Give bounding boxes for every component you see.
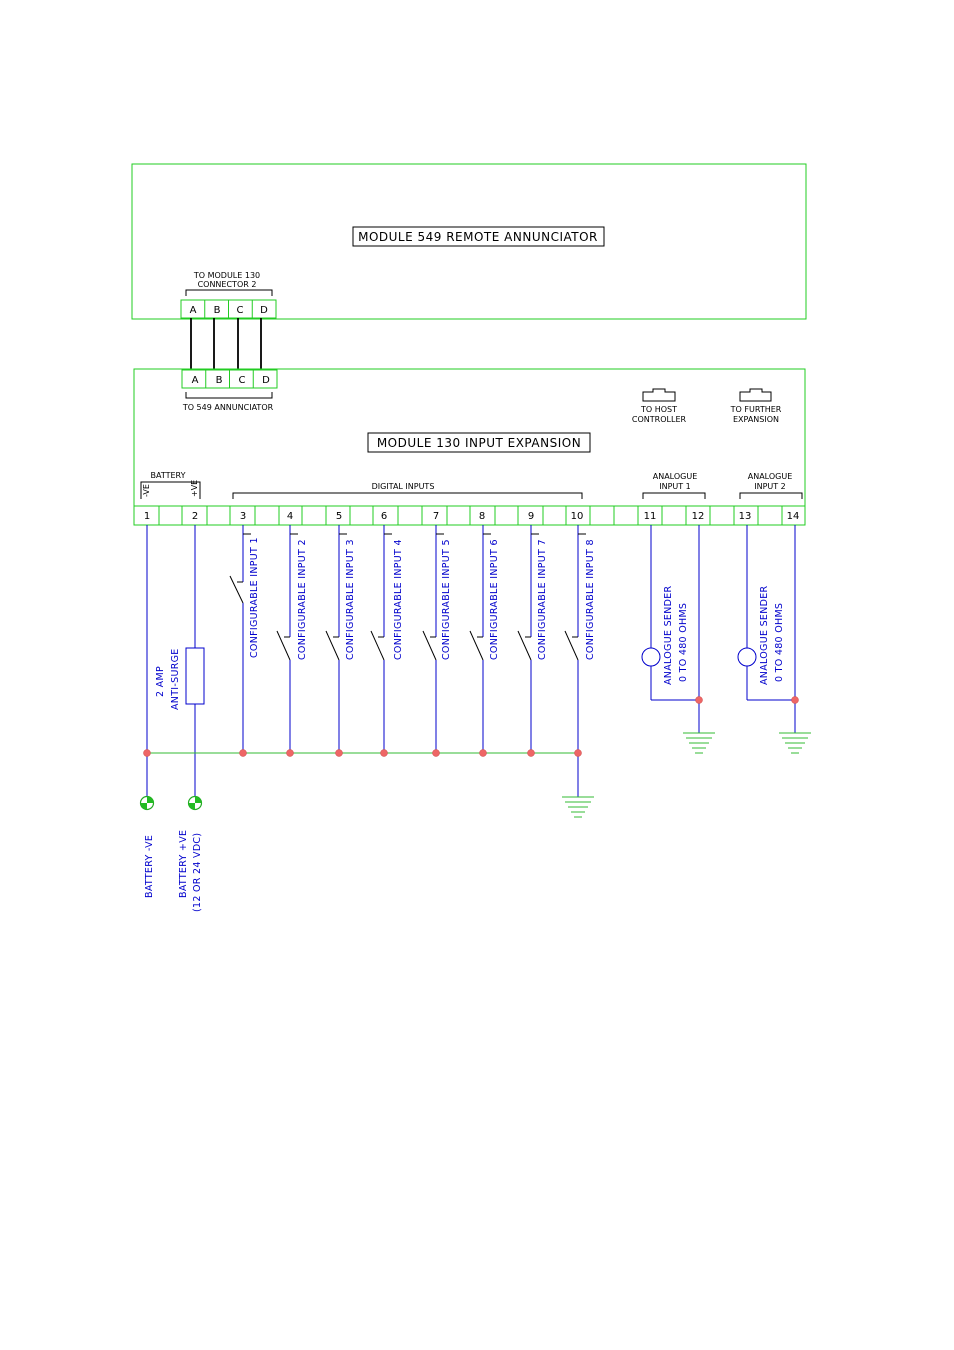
analogue2-ground-icon [779,732,811,754]
annunciator-connector-bracket [185,289,273,296]
expansion-connector: A B C D [181,369,278,389]
fuse-symbol [185,647,205,705]
annunciator-pin-b: B [214,305,221,316]
switch-input-4 [370,525,392,753]
expansion-pin-a: A [192,375,199,386]
digital-inputs-bracket [232,492,583,499]
terminal-2: 2 [192,511,198,522]
battery-neg-terminal-icon [139,795,155,811]
input-label-2: CONFIGURABLE INPUT 2 [297,539,308,660]
battery-pos-note: (12 OR 24 VDC) [192,833,203,912]
battery-neg-label: BATTERY -VE [144,835,155,898]
terminal-3: 3 [240,511,246,522]
annunciator-title-box [352,226,605,247]
analogue1-bracket [642,492,706,499]
analogue1-label-2: INPUT 1 [659,482,691,491]
terminal-7: 7 [433,511,439,522]
switch-input-2 [276,525,298,753]
digital-inputs-label: DIGITAL INPUTS [372,482,435,491]
annunciator-pin-d: D [260,305,268,316]
analogue2-sender-label-1: ANALOGUE SENDER [759,585,770,685]
analogue1-sender-label-2: 0 TO 480 OHMS [678,603,689,682]
switch-input-3 [325,525,347,753]
switch-input-5 [422,525,444,753]
annunciator-connector: A B C D [180,299,277,319]
terminal-14: 14 [787,511,800,522]
annunciator-cables [190,318,262,370]
annunciator-pin-c: C [237,305,244,316]
expansion-title-box [367,432,591,453]
annunciator-box [131,163,807,320]
input-label-3: CONFIGURABLE INPUT 3 [345,539,356,660]
terminal-6: 6 [381,511,387,522]
input-label-7: CONFIGURABLE INPUT 7 [537,539,548,660]
expansion-pin-b: B [216,375,223,386]
battery-pos-terminal-icon [187,795,203,811]
input-label-1: CONFIGURABLE INPUT 1 [249,537,260,658]
expansion-title: MODULE 130 INPUT EXPANSION [377,436,581,450]
further-label-2: EXPANSION [733,415,779,424]
terminal-4: 4 [287,511,293,522]
battery-neg-mark: -VE [142,484,151,497]
switch-input-1 [229,525,251,753]
fuse-label-2: ANTI-SURGE [170,648,181,710]
digital-ground-icon [562,796,594,818]
expansion-box [133,368,806,525]
expansion-pin-c: C [239,375,246,386]
terminal-8: 8 [479,511,485,522]
terminal-5: 5 [336,511,342,522]
input-label-6: CONFIGURABLE INPUT 6 [489,539,500,660]
switch-input-8 [564,525,586,753]
host-connector-icon [642,388,676,402]
expansion-connector-bracket [185,392,273,399]
input-label-4: CONFIGURABLE INPUT 4 [393,539,404,660]
analogue1-label-1: ANALOGUE [653,472,698,481]
annunciator-connector-label-2: CONNECTOR 2 [198,280,257,289]
junction-dots [143,696,799,757]
analogue2-label-1: ANALOGUE [748,472,793,481]
analogue1-ground-icon [683,732,715,754]
terminal-10: 10 [571,511,584,522]
fuse-label-1: 2 AMP [155,666,166,697]
annunciator-title: MODULE 549 REMOTE ANNUNCIATOR [358,230,598,244]
battery-pos-label: BATTERY +VE [178,830,189,898]
terminal-13: 13 [739,511,752,522]
digital-input-switches [229,525,586,753]
input-label-8: CONFIGURABLE INPUT 8 [585,539,596,660]
terminal-11: 11 [644,511,657,522]
analogue2-sender-icon [737,647,757,667]
input-label-5: CONFIGURABLE INPUT 5 [441,539,452,660]
analogue1-sender-label-1: ANALOGUE SENDER [663,585,674,685]
expansion-pin-d: D [262,375,270,386]
terminal-1: 1 [144,511,150,522]
further-connector-icon [739,388,772,402]
analogue2-sender-label-2: 0 TO 480 OHMS [774,603,785,682]
analogue2-label-2: INPUT 2 [754,482,786,491]
analogue2-bracket [739,492,803,499]
further-label-1: TO FURTHER [730,405,782,414]
battery-group-bracket [140,481,201,499]
terminal-9: 9 [528,511,534,522]
terminal-12: 12 [692,511,705,522]
analogue1-sender-icon [641,647,661,667]
annunciator-connector-label-1: TO MODULE 130 [193,271,260,280]
switch-input-7 [517,525,539,753]
switch-input-6 [469,525,491,753]
expansion-connector-label: TO 549 ANNUNCIATOR [182,403,274,412]
annunciator-pin-a: A [190,305,197,316]
host-label-1: TO HOST [640,405,677,414]
battery-pos-mark: +VE [190,480,199,497]
terminal-strip: 1 2 3 4 5 6 7 8 9 10 11 12 13 14 [133,505,806,526]
host-label-2: CONTROLLER [632,415,687,424]
battery-group-label: BATTERY [151,471,186,480]
